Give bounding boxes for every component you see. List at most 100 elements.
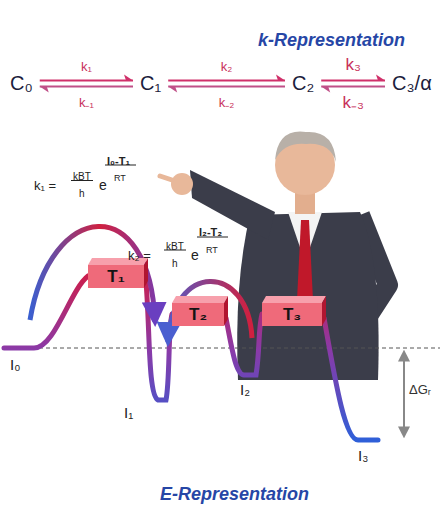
intermediate-label: I₃ (358, 447, 368, 464)
formula-part-box: RT (206, 239, 218, 257)
formula-part-box: RT (114, 167, 126, 185)
delta-arrow (403, 352, 405, 436)
rate-arrow (168, 87, 285, 93)
formula-part: h (79, 188, 85, 200)
rate-constant-box: k₁ (81, 57, 92, 75)
formula-part-box: h (172, 253, 178, 271)
representation-title-box: E-Representation (160, 484, 309, 505)
rate-constant-box: k₋₂ (219, 93, 235, 111)
transition-arc (30, 226, 155, 322)
formula-part: e (191, 247, 199, 263)
state-label: T₁ (107, 267, 124, 287)
rate-arrow-line (168, 80, 285, 82)
formula-part-box: I₂-T₂ (199, 222, 222, 240)
slab-side (322, 296, 326, 326)
rate-constant-box: k₋₁ (79, 93, 94, 111)
rate-arrow-line (168, 86, 285, 88)
rate-arrow-line (321, 86, 385, 88)
formula-part-box: e (191, 246, 199, 264)
species-label: C₀ (10, 72, 33, 95)
rate-constant: k₋₃ (342, 93, 363, 113)
species-node: C₂ (290, 72, 316, 95)
state-label: T₂ (189, 305, 207, 325)
rate-arrow (40, 75, 133, 81)
formula-part: I₀-T₁ (107, 155, 130, 168)
formula-part-box: k₂ = (128, 246, 151, 264)
suit-sleeve (190, 170, 275, 240)
transition-arc (168, 281, 252, 342)
rate-constant: k₁ (81, 60, 92, 75)
rate-arrow (321, 87, 385, 93)
intermediate-label-box: I₃ (358, 447, 368, 465)
rate-arrow-line (40, 80, 133, 82)
transition-state-slab: T₃ (262, 296, 326, 326)
representation-title: E-Representation (160, 484, 309, 505)
free-energy-label-box: ΔGᵣ (409, 380, 431, 398)
state-label: T₃ (283, 305, 301, 325)
intermediate-label: I₁ (124, 404, 133, 421)
intermediate-label-box: I₀ (10, 356, 20, 374)
formula-part: k₁ = (34, 179, 56, 194)
formula-part: I₂-T₂ (199, 226, 222, 239)
intermediate-label: I₀ (10, 356, 20, 373)
arrow-head (40, 87, 49, 93)
slab-front (172, 303, 224, 326)
species-node: C₃/α (390, 72, 434, 95)
rate-constant: k₋₂ (219, 96, 235, 111)
slab-top (172, 296, 228, 303)
rate-arrow-line (40, 86, 133, 88)
formula-part-box: I₀-T₁ (107, 151, 130, 169)
presenter-figure (160, 132, 388, 380)
species-label: C₁ (140, 72, 161, 95)
rate-constant-box: k₋₃ (342, 93, 363, 113)
rate-arrow (40, 87, 133, 93)
slab-front (88, 265, 144, 288)
formula-part: kBT (73, 171, 91, 183)
rate-constant-box: k₂ (221, 57, 233, 75)
slab-label-area: T₂ (172, 303, 224, 326)
formula-part: h (172, 258, 178, 270)
intermediate-label-box: I₁ (124, 404, 133, 422)
formula-part-box: kBT (73, 166, 91, 184)
energy-profile (4, 276, 378, 440)
rate-arrow-line (321, 80, 385, 82)
formula-part: k₂ = (128, 249, 151, 264)
rate-arrow (321, 75, 385, 81)
formula-part: kBT (166, 241, 184, 253)
finger (160, 176, 172, 180)
species-label: C₃/α (392, 72, 432, 95)
species-node: C₁ (138, 72, 163, 95)
slab-label-area: T₁ (88, 265, 144, 288)
hand (171, 173, 193, 195)
arrow-head (276, 75, 285, 81)
formula-part-box: e (99, 176, 107, 194)
free-energy-label: ΔGᵣ (409, 383, 431, 398)
representation-title-box: k-Representation (258, 30, 405, 51)
rate-constant: k₂ (221, 60, 233, 75)
intermediate-label-box: I₂ (240, 381, 250, 399)
formula-part-box: k₁ = (34, 176, 56, 194)
slab-side (224, 296, 228, 326)
profile-segment (324, 318, 378, 440)
rate-constant: k₋₁ (79, 96, 94, 111)
hair (275, 132, 336, 162)
intermediate-label: I₂ (240, 381, 250, 398)
species-node: C₀ (8, 72, 35, 95)
formula-part: RT (206, 245, 218, 255)
arrow-head (321, 87, 330, 93)
arrow-head (124, 75, 133, 81)
formula-part: e (99, 177, 107, 193)
reference-line (4, 348, 440, 349)
slab-front (262, 303, 322, 326)
profile-segment (226, 314, 262, 375)
formula-part: RT (114, 173, 126, 183)
arrow-head (376, 75, 385, 81)
rate-arrow (168, 75, 285, 81)
transition-state-slab: T₂ (172, 296, 228, 326)
arrow-head (168, 87, 177, 93)
slab-top (262, 296, 326, 303)
formula-part-box: kBT (166, 236, 184, 254)
representation-title: k-Representation (258, 30, 405, 51)
slab-label-area: T₃ (262, 303, 322, 326)
